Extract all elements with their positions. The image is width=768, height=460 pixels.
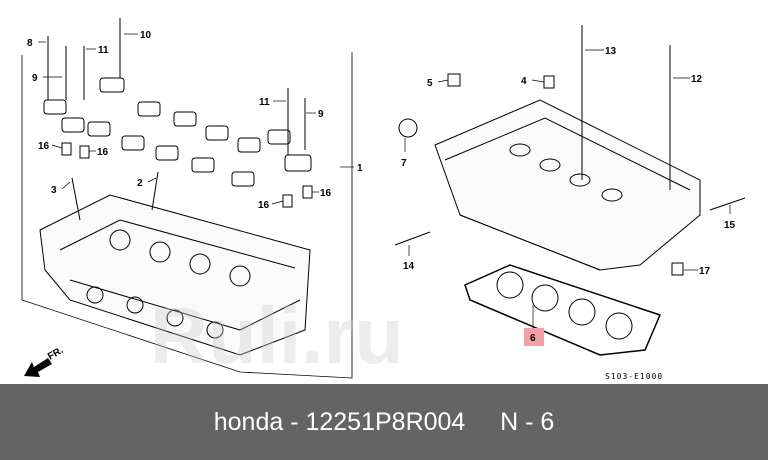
callout-3: 3 bbox=[51, 185, 57, 196]
callout-11: 11 bbox=[98, 45, 109, 56]
callout-6: 6 bbox=[530, 333, 536, 344]
cylinder-head-left bbox=[39, 194, 311, 356]
head-gasket bbox=[464, 264, 662, 356]
callout-16: 16 bbox=[38, 141, 50, 152]
callout-9: 9 bbox=[318, 109, 324, 120]
callout-7: 7 bbox=[401, 158, 407, 169]
assembly-frame bbox=[21, 52, 353, 379]
caption-text: honda - 12251P8R004 N - 6 bbox=[213, 407, 555, 436]
callout-11: 11 bbox=[259, 97, 270, 108]
caption-bar: honda - 12251P8R004 N - 6 bbox=[0, 384, 768, 460]
callout-12: 12 bbox=[691, 74, 703, 85]
callout-16: 16 bbox=[320, 188, 332, 199]
callout-17: 17 bbox=[699, 266, 711, 277]
callout-16: 16 bbox=[97, 147, 109, 158]
watermark: Ruli.ru bbox=[150, 291, 404, 380]
callout-8: 8 bbox=[27, 38, 33, 49]
callout-1: 1 bbox=[357, 163, 363, 174]
callout-15: 15 bbox=[724, 220, 736, 231]
callout-13: 13 bbox=[605, 46, 617, 57]
callout-10: 10 bbox=[140, 30, 152, 41]
drawing-code: S103-E1000 bbox=[605, 372, 664, 381]
callout-16: 16 bbox=[258, 200, 270, 211]
callout-9: 9 bbox=[32, 73, 38, 84]
callout-2: 2 bbox=[137, 178, 143, 189]
callout-14: 14 bbox=[403, 261, 415, 272]
front-label: FR. bbox=[46, 345, 66, 363]
callout-4: 4 bbox=[521, 76, 527, 87]
cylinder-head-right bbox=[434, 99, 701, 271]
front-arrow-icon: FR. bbox=[24, 345, 66, 377]
parts-diagram: FR. 10 8 11 9 16 16 3 2 11 9 1 16 16 5 4… bbox=[21, 18, 746, 379]
callout-5: 5 bbox=[427, 78, 433, 89]
highlight-part-6 bbox=[524, 328, 544, 346]
